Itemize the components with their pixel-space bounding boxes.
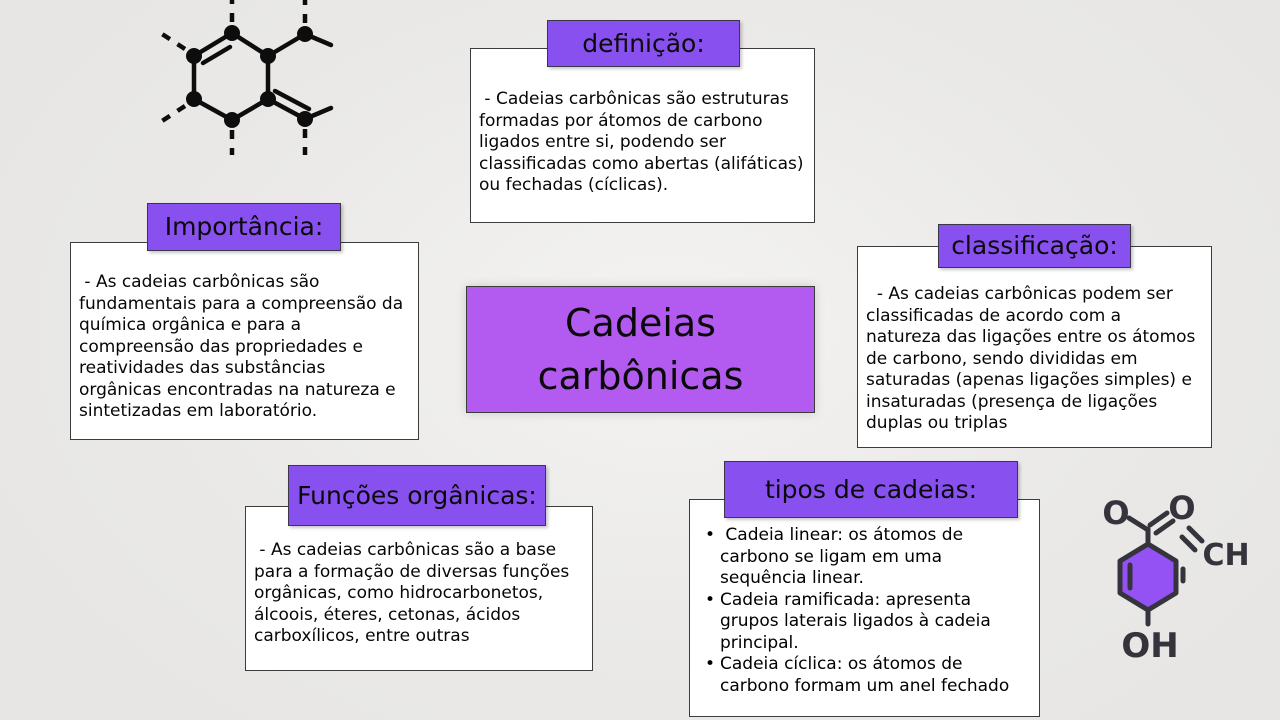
list-item: • Cadeia linear: os átomos de carbono se… <box>700 525 1031 590</box>
chain-type-linear: Cadeia linear: os átomos de carbono se l… <box>720 525 969 588</box>
organic-functions-card: - As cadeias carbônicas são a base para … <box>245 506 593 671</box>
definition-header-label: definição: <box>582 28 705 58</box>
chain-types-header-label: tipos de cadeias: <box>764 474 978 504</box>
benzene-ring-sketch <box>160 0 334 155</box>
central-topic-title: Cadeias carbônicas <box>537 301 744 398</box>
oxygen-label-left: O <box>1102 494 1129 532</box>
importance-header-label: Importância: <box>164 212 324 242</box>
bullet-dot: • <box>704 589 716 610</box>
ch-label: CH <box>1202 538 1249 573</box>
importance-header: Importância: <box>147 203 341 251</box>
importance-card: - As cadeias carbônicas são fundamentais… <box>70 242 419 440</box>
carbon-atom-dots <box>186 25 313 128</box>
chain-types-card: • Cadeia linear: os átomos de carbono se… <box>689 499 1040 717</box>
importance-text: - As cadeias carbônicas são fundamentais… <box>79 272 409 421</box>
phenol-molecule-icon: O O CH OH <box>1102 492 1249 666</box>
bullet-dot: • <box>704 654 716 674</box>
organic-functions-header-label: Funções orgânicas: <box>297 480 537 510</box>
definition-header: definição: <box>547 20 740 67</box>
central-topic-node: Cadeias carbônicas <box>466 286 815 413</box>
organic-functions-header: Funções orgânicas: <box>288 465 546 526</box>
list-item: • Cadeia cíclica: os átomos de carbono f… <box>700 654 1031 697</box>
chain-types-list: • Cadeia linear: os átomos de carbono se… <box>690 500 1039 697</box>
oxygen-label-right: O <box>1168 492 1195 527</box>
classification-card: - As cadeias carbônicas podem ser classi… <box>857 246 1212 448</box>
classification-text: - As cadeias carbônicas podem ser classi… <box>866 284 1201 433</box>
bullet-dot: • <box>704 525 716 545</box>
classification-header-label: classificação: <box>951 231 1118 261</box>
definition-card: - Cadeias carbônicas são estruturas form… <box>470 48 815 223</box>
definition-text: - Cadeias carbônicas são estruturas form… <box>479 89 809 195</box>
oh-label: OH <box>1121 626 1178 666</box>
chain-types-header: tipos de cadeias: <box>724 461 1018 518</box>
organic-functions-text: - As cadeias carbônicas são a base para … <box>254 540 575 646</box>
list-item: • Cadeia ramificada: apresenta grupos la… <box>700 590 1031 655</box>
chain-type-cyclic: Cadeia cíclica: os átomos de carbono for… <box>720 654 1010 696</box>
chain-type-branched: Cadeia ramificada: apresenta grupos late… <box>720 589 997 653</box>
classification-header: classificação: <box>938 224 1131 268</box>
